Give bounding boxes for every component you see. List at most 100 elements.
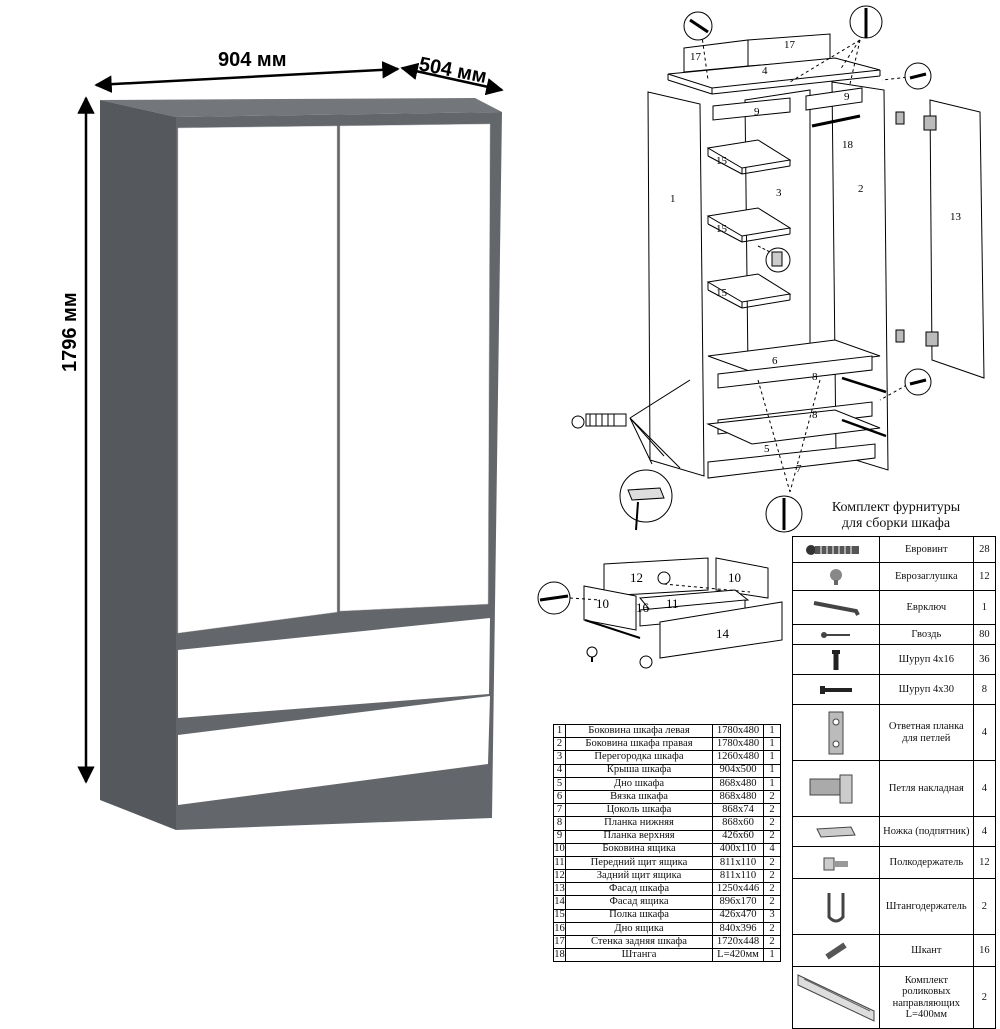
wardrobe-render: 904 мм 504 мм 1796 мм	[59, 49, 504, 830]
parts-cell-size: 811х110	[712, 855, 764, 871]
parts-cell-size: 868х74	[712, 803, 764, 818]
hardware-qty: 2	[972, 878, 997, 935]
parts-cell-name: Планка нижняя	[565, 816, 713, 831]
parts-cell-qty: 3	[763, 908, 781, 923]
parts-cell-qty: 2	[763, 803, 781, 818]
parts-cell-size: L=420мм	[712, 948, 764, 963]
top-rail-right	[805, 87, 863, 111]
plinth-panel	[707, 443, 876, 479]
bottom-panel	[706, 409, 881, 445]
label-right-side: 2	[858, 183, 864, 195]
parts-cell-qty: 1	[763, 763, 781, 778]
hardware-title: Комплект фурнитуры для сборки шкафа	[796, 500, 996, 532]
parts-cell-size: 868х480	[712, 776, 764, 791]
parts-cell-size: 868х60	[712, 816, 764, 831]
drawer-facade	[659, 601, 783, 659]
hardware-name: Шуруп 4х16	[878, 644, 974, 675]
label-drawer-front: 11	[666, 596, 679, 611]
parts-cell-n: 17	[553, 934, 566, 950]
parts-cell-size: 904х500	[712, 763, 764, 778]
label-drawer-side-left: 10	[596, 596, 609, 611]
parts-cell-qty: 1	[763, 948, 781, 963]
parts-cell-qty: 2	[763, 869, 781, 884]
parts-cell-n: 7	[553, 803, 566, 818]
parts-cell-name: Фасад шкафа	[565, 882, 713, 897]
foot-icon	[792, 816, 880, 847]
parts-cell-qty: 4	[763, 842, 781, 857]
hardware-qty: 8	[972, 674, 997, 705]
parts-cell-size: 1780х480	[712, 737, 764, 752]
parts-cell-name: Стенка задняя шкафа	[565, 934, 713, 950]
hardware-name: Штангодержатель	[878, 878, 974, 935]
parts-cell-name: Вязка шкафа	[565, 789, 713, 805]
hardware-qty: 4	[972, 760, 997, 817]
parts-cell-name: Планка верхняя	[565, 829, 713, 844]
parts-cell-size: 868х480	[712, 789, 764, 805]
drawer-runner-icon	[792, 966, 880, 1029]
runner-2	[841, 418, 887, 438]
door-panel	[929, 99, 985, 379]
parts-cell-n: 9	[553, 829, 566, 844]
parts-cell-qty: 1	[763, 723, 781, 739]
hinge-top	[895, 111, 905, 125]
right-door	[339, 123, 491, 612]
parts-cell-size: 896х170	[712, 895, 764, 910]
parts-cell-n: 18	[553, 948, 566, 963]
parts-cell-size: 426х470	[712, 908, 764, 923]
parts-cell-size: 811х110	[712, 869, 764, 884]
cabinet-side	[100, 100, 176, 830]
hardware-name: Комплект роликовых направляющих L=400мм	[878, 966, 974, 1029]
parts-cell-qty: 2	[763, 816, 781, 831]
parts-cell-n: 2	[553, 737, 566, 752]
hardware-qty: 4	[972, 704, 997, 761]
label-shelf-3: 15	[716, 287, 728, 299]
parts-cell-name: Задний щит ящика	[565, 869, 713, 884]
parts-cell-size: 1780х480	[712, 723, 764, 739]
label-tie-panel: 6	[772, 355, 778, 367]
label-drawer-back: 12	[630, 570, 643, 585]
drawer-back-panel	[603, 557, 709, 597]
hinge-bottom	[895, 329, 905, 343]
parts-cell-name: Перегородка шкафа	[565, 750, 713, 765]
exploded-assembly-diagram: 17 17 4 9 9 18 15 3 2 1 13 15 15 6 8 8 5…	[571, 5, 985, 533]
screw-short-icon	[792, 644, 880, 675]
parts-cell-n: 5	[553, 776, 566, 791]
cabinet-top	[100, 98, 502, 117]
parts-cell-n: 3	[553, 750, 566, 765]
hardware-qty: 12	[972, 562, 997, 591]
hardware-qty: 12	[972, 846, 997, 879]
label-shelf-2: 15	[716, 223, 728, 235]
hardware-name: Еврозаглушка	[878, 562, 974, 591]
width-dimension-arrow	[94, 61, 400, 93]
hardware-title-line1: Комплект фурнитуры	[831, 500, 961, 515]
parts-cell-name: Штанга	[565, 948, 713, 963]
drawer-bottom	[639, 589, 750, 611]
parts-cell-name: Крыша шкафа	[565, 763, 713, 778]
parts-cell-size: 840х396	[712, 921, 764, 937]
rod-holder-icon	[792, 878, 880, 935]
runner-1	[841, 376, 887, 394]
parts-cell-n: 1	[553, 723, 566, 739]
parts-cell-qty: 2	[763, 921, 781, 937]
hardware-name: Петля накладная	[878, 760, 974, 817]
parts-cell-qty: 2	[763, 882, 781, 897]
parts-cell-qty: 2	[763, 789, 781, 805]
